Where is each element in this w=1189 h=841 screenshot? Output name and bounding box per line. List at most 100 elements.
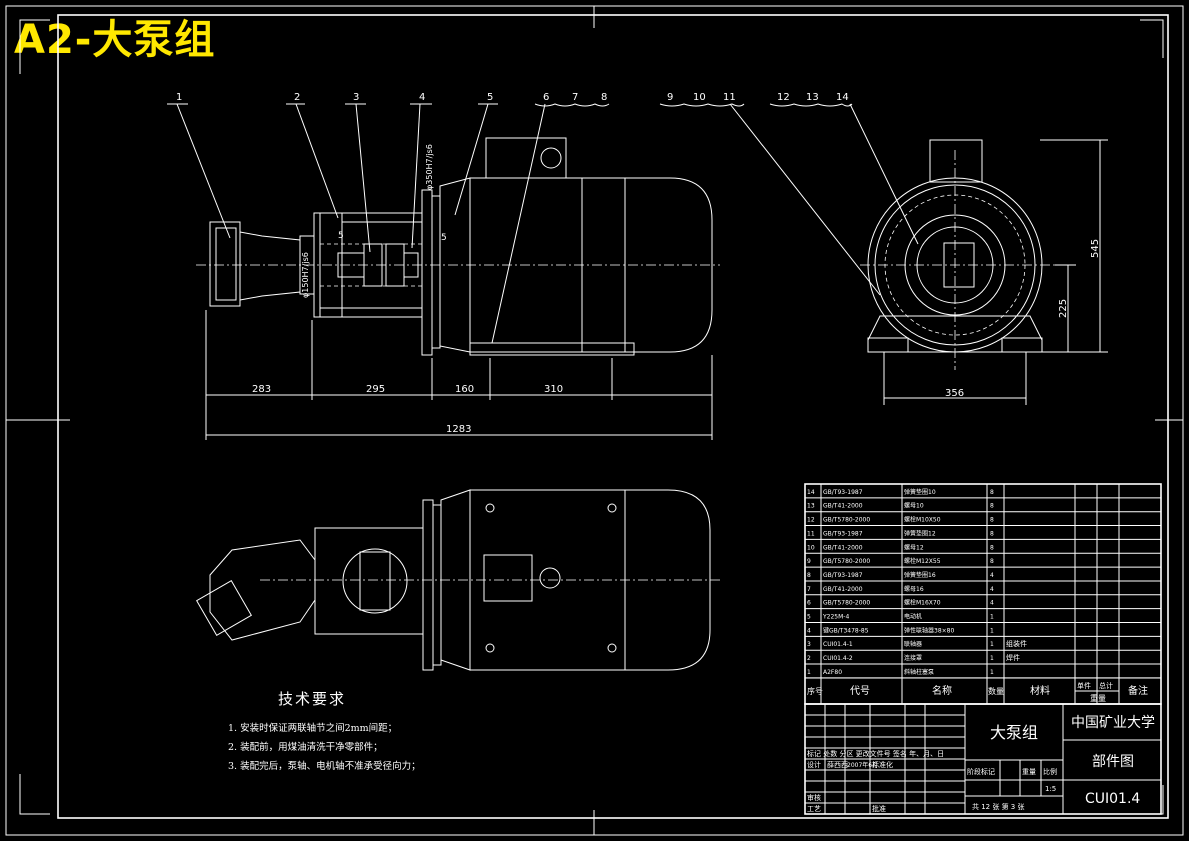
bom-cell-qty: 4: [990, 586, 994, 593]
bom-cell-no: 1: [807, 669, 811, 676]
bom-cell-name: 斜轴柱塞泵: [904, 668, 934, 676]
part-label-10: 10: [693, 92, 706, 103]
bom-cell-name: 弹簧垫圈10: [904, 488, 936, 496]
bom-cell-name: 弹簧垫圈12: [904, 529, 936, 537]
bom-header-code: 代号: [850, 685, 870, 697]
bom-cell-no: 11: [807, 530, 815, 537]
dim-295: 295: [366, 384, 385, 395]
bom-cell-qty: 8: [990, 517, 994, 524]
bom-cell-name: 连接罩: [904, 654, 922, 662]
bom-cell-qty: 1: [990, 614, 994, 621]
tb-weight: 重量: [1022, 768, 1036, 776]
bom-cell-code: GB/T5780-2000: [823, 600, 870, 607]
bom-cell-code: GB/T5780-2000: [823, 558, 870, 565]
dim-283: 283: [252, 384, 271, 395]
bom-cell-code: GB/T93-1987: [823, 530, 863, 537]
bom-cell-qty: 4: [990, 600, 994, 607]
tb-drawing-type: 部件图: [1092, 754, 1134, 770]
bom-cell-no: 12: [807, 517, 815, 524]
drawing-badge-title: A2-大泵组: [14, 17, 216, 63]
gap-a: 5: [338, 231, 344, 241]
fit-150: φ150H7/js6: [301, 252, 310, 298]
bom-cell-code: CUI01.4-2: [823, 655, 853, 662]
dim-545: 545: [1090, 239, 1101, 258]
bom-cell-no: 7: [807, 586, 811, 593]
technical-requirements: 技术要求 1. 安装时保证两联轴节之间2mm间距； 2. 装配前，用煤油清洗干净…: [228, 688, 488, 776]
bom-cell-no: 10: [807, 544, 815, 551]
bom-cell-name: 弹性联轴器38×80: [904, 626, 954, 634]
bom-header-mat: 材料: [1030, 684, 1050, 697]
tb-drawing-no: CUI01.4: [1085, 791, 1140, 807]
tb-process: 工艺: [807, 805, 821, 813]
part-label-5: 5: [487, 92, 493, 103]
tb-designer: 薛西西: [827, 760, 848, 769]
tb-standard: 标准化: [872, 760, 893, 769]
side-view: 356 545 225: [860, 139, 1108, 405]
part-label-6: 6: [543, 92, 549, 103]
bom-cell-name: 螺栓M12X55: [904, 557, 941, 565]
bom-cell-code: GB/T93-1987: [823, 489, 863, 496]
top-view: [195, 489, 720, 671]
tech-item-1: 1. 安装时保证两联轴节之间2mm间距；: [228, 723, 398, 734]
tb-ratio: 比例: [1043, 767, 1057, 776]
bom-cell-qty: 1: [990, 669, 994, 676]
bom-cell-no: 4: [807, 627, 811, 634]
bom-cell-qty: 8: [990, 503, 994, 510]
tech-item-3: 3. 装配完后，泵轴、电机轴不准承受径向力；: [228, 761, 421, 772]
dim-356: 356: [945, 388, 964, 399]
bom-cell-mat: 组装件: [1006, 639, 1027, 648]
tb-review: 审核: [807, 793, 821, 802]
part-label-4: 4: [419, 92, 425, 103]
part-label-3: 3: [353, 92, 359, 103]
bom-cell-name: 螺母16: [904, 585, 924, 593]
part-label-8: 8: [601, 92, 607, 103]
bom-cell-code: GB/T41-2000: [823, 586, 863, 593]
part-label-7: 7: [572, 92, 578, 103]
bom-header-total: 总计: [1099, 681, 1113, 690]
bom-header-no: 序号: [807, 686, 823, 696]
bom-cell-qty: 8: [990, 530, 994, 537]
part-label-14: 14: [836, 92, 849, 103]
tb-drawing-name: 大泵组: [990, 723, 1038, 742]
gap-b: 5: [441, 233, 447, 243]
bom-cell-qty: 8: [990, 489, 994, 496]
bom-cell-code: 键GB/T3478-85: [823, 626, 869, 634]
fit-350: φ350H7/js6: [425, 144, 434, 190]
part-number-labels: 1 2 3 4 5 6 7 8 9 10 11 12 13 14: [167, 92, 919, 344]
tb-design: 设计: [807, 760, 821, 769]
bom-cell-no: 3: [807, 641, 811, 648]
part-label-1: 1: [176, 92, 182, 103]
bom-cell-no: 6: [807, 600, 811, 607]
bom-cell-no: 2: [807, 655, 811, 662]
bom-cell-no: 9: [807, 558, 811, 565]
bom-cell-code: CUI01.4-1: [823, 641, 853, 648]
bom-cell-no: 5: [807, 614, 811, 621]
bom-cell-no: 13: [807, 503, 815, 510]
part-label-12: 12: [777, 92, 790, 103]
bom-cell-mat: 焊件: [1006, 653, 1020, 662]
bom-cell-qty: 1: [990, 641, 994, 648]
bom-cell-code: GB/T41-2000: [823, 544, 863, 551]
part-label-13: 13: [806, 92, 819, 103]
bom-cell-name: 联轴器: [904, 640, 922, 648]
part-label-2: 2: [294, 92, 300, 103]
tech-title: 技术要求: [278, 690, 347, 708]
bom-cell-qty: 8: [990, 544, 994, 551]
tech-item-2: 2. 装配前，用煤油清洗干净零部件；: [228, 742, 383, 753]
dim-310: 310: [544, 384, 563, 395]
bom-cell-name: 弹簧垫圈16: [904, 571, 936, 579]
part-label-9: 9: [667, 92, 673, 103]
dim-total: 1283: [446, 424, 471, 435]
front-view: 283 295 160 310 1283 φ350H7/js6 φ150H7/j…: [196, 137, 720, 440]
tb-approve: 批准: [872, 804, 886, 813]
part-label-11: 11: [723, 92, 736, 103]
bom-cell-qty: 1: [990, 655, 994, 662]
dim-225: 225: [1058, 299, 1069, 318]
bom-header-weight: 重量: [1090, 693, 1106, 703]
title-block: 标记 处数 分区 更改文件号 签名 年、月、日 设计 薛西西 2007年6月 标…: [804, 703, 1162, 815]
bom-cell-name: 电动机: [904, 613, 922, 621]
bom-header-unit: 单件: [1077, 681, 1091, 690]
bom-cell-code: A2F80: [823, 669, 842, 676]
